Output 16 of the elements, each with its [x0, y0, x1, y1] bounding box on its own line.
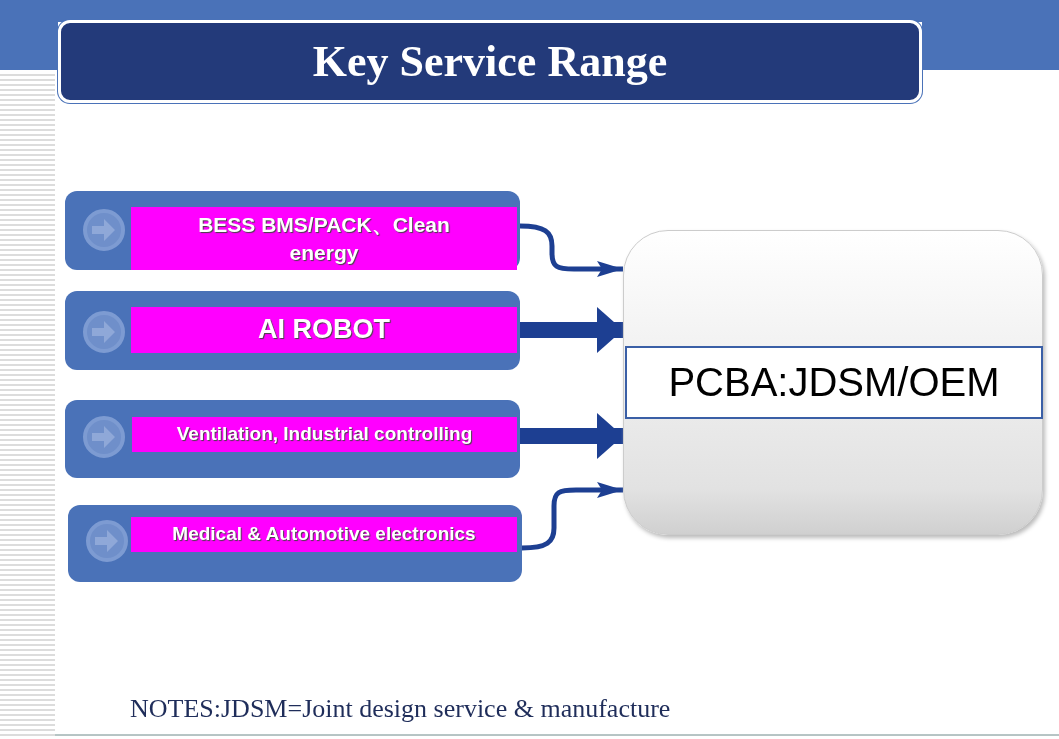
result-box: PCBA:JDSM/OEM [625, 346, 1043, 419]
service-bar [68, 505, 522, 582]
arrow [521, 482, 623, 551]
service-bar [65, 291, 520, 370]
rounded-panel [623, 230, 1043, 535]
service-bar [65, 400, 520, 478]
service-label: AI ROBOT [131, 307, 517, 353]
note-text: NOTES:JDSM=Joint design service & manufacture [130, 694, 671, 724]
arrow [519, 223, 623, 277]
title-banner: Key Service Range [58, 20, 922, 103]
service-label: Ventilation, Industrial controlling [132, 417, 517, 452]
service-label: BESS BMS/PACK、Clean energy [131, 207, 517, 270]
service-label: Medical & Automotive electronics [131, 517, 517, 552]
arrow [520, 413, 623, 459]
arrow [520, 307, 623, 353]
service-bar [65, 191, 520, 270]
